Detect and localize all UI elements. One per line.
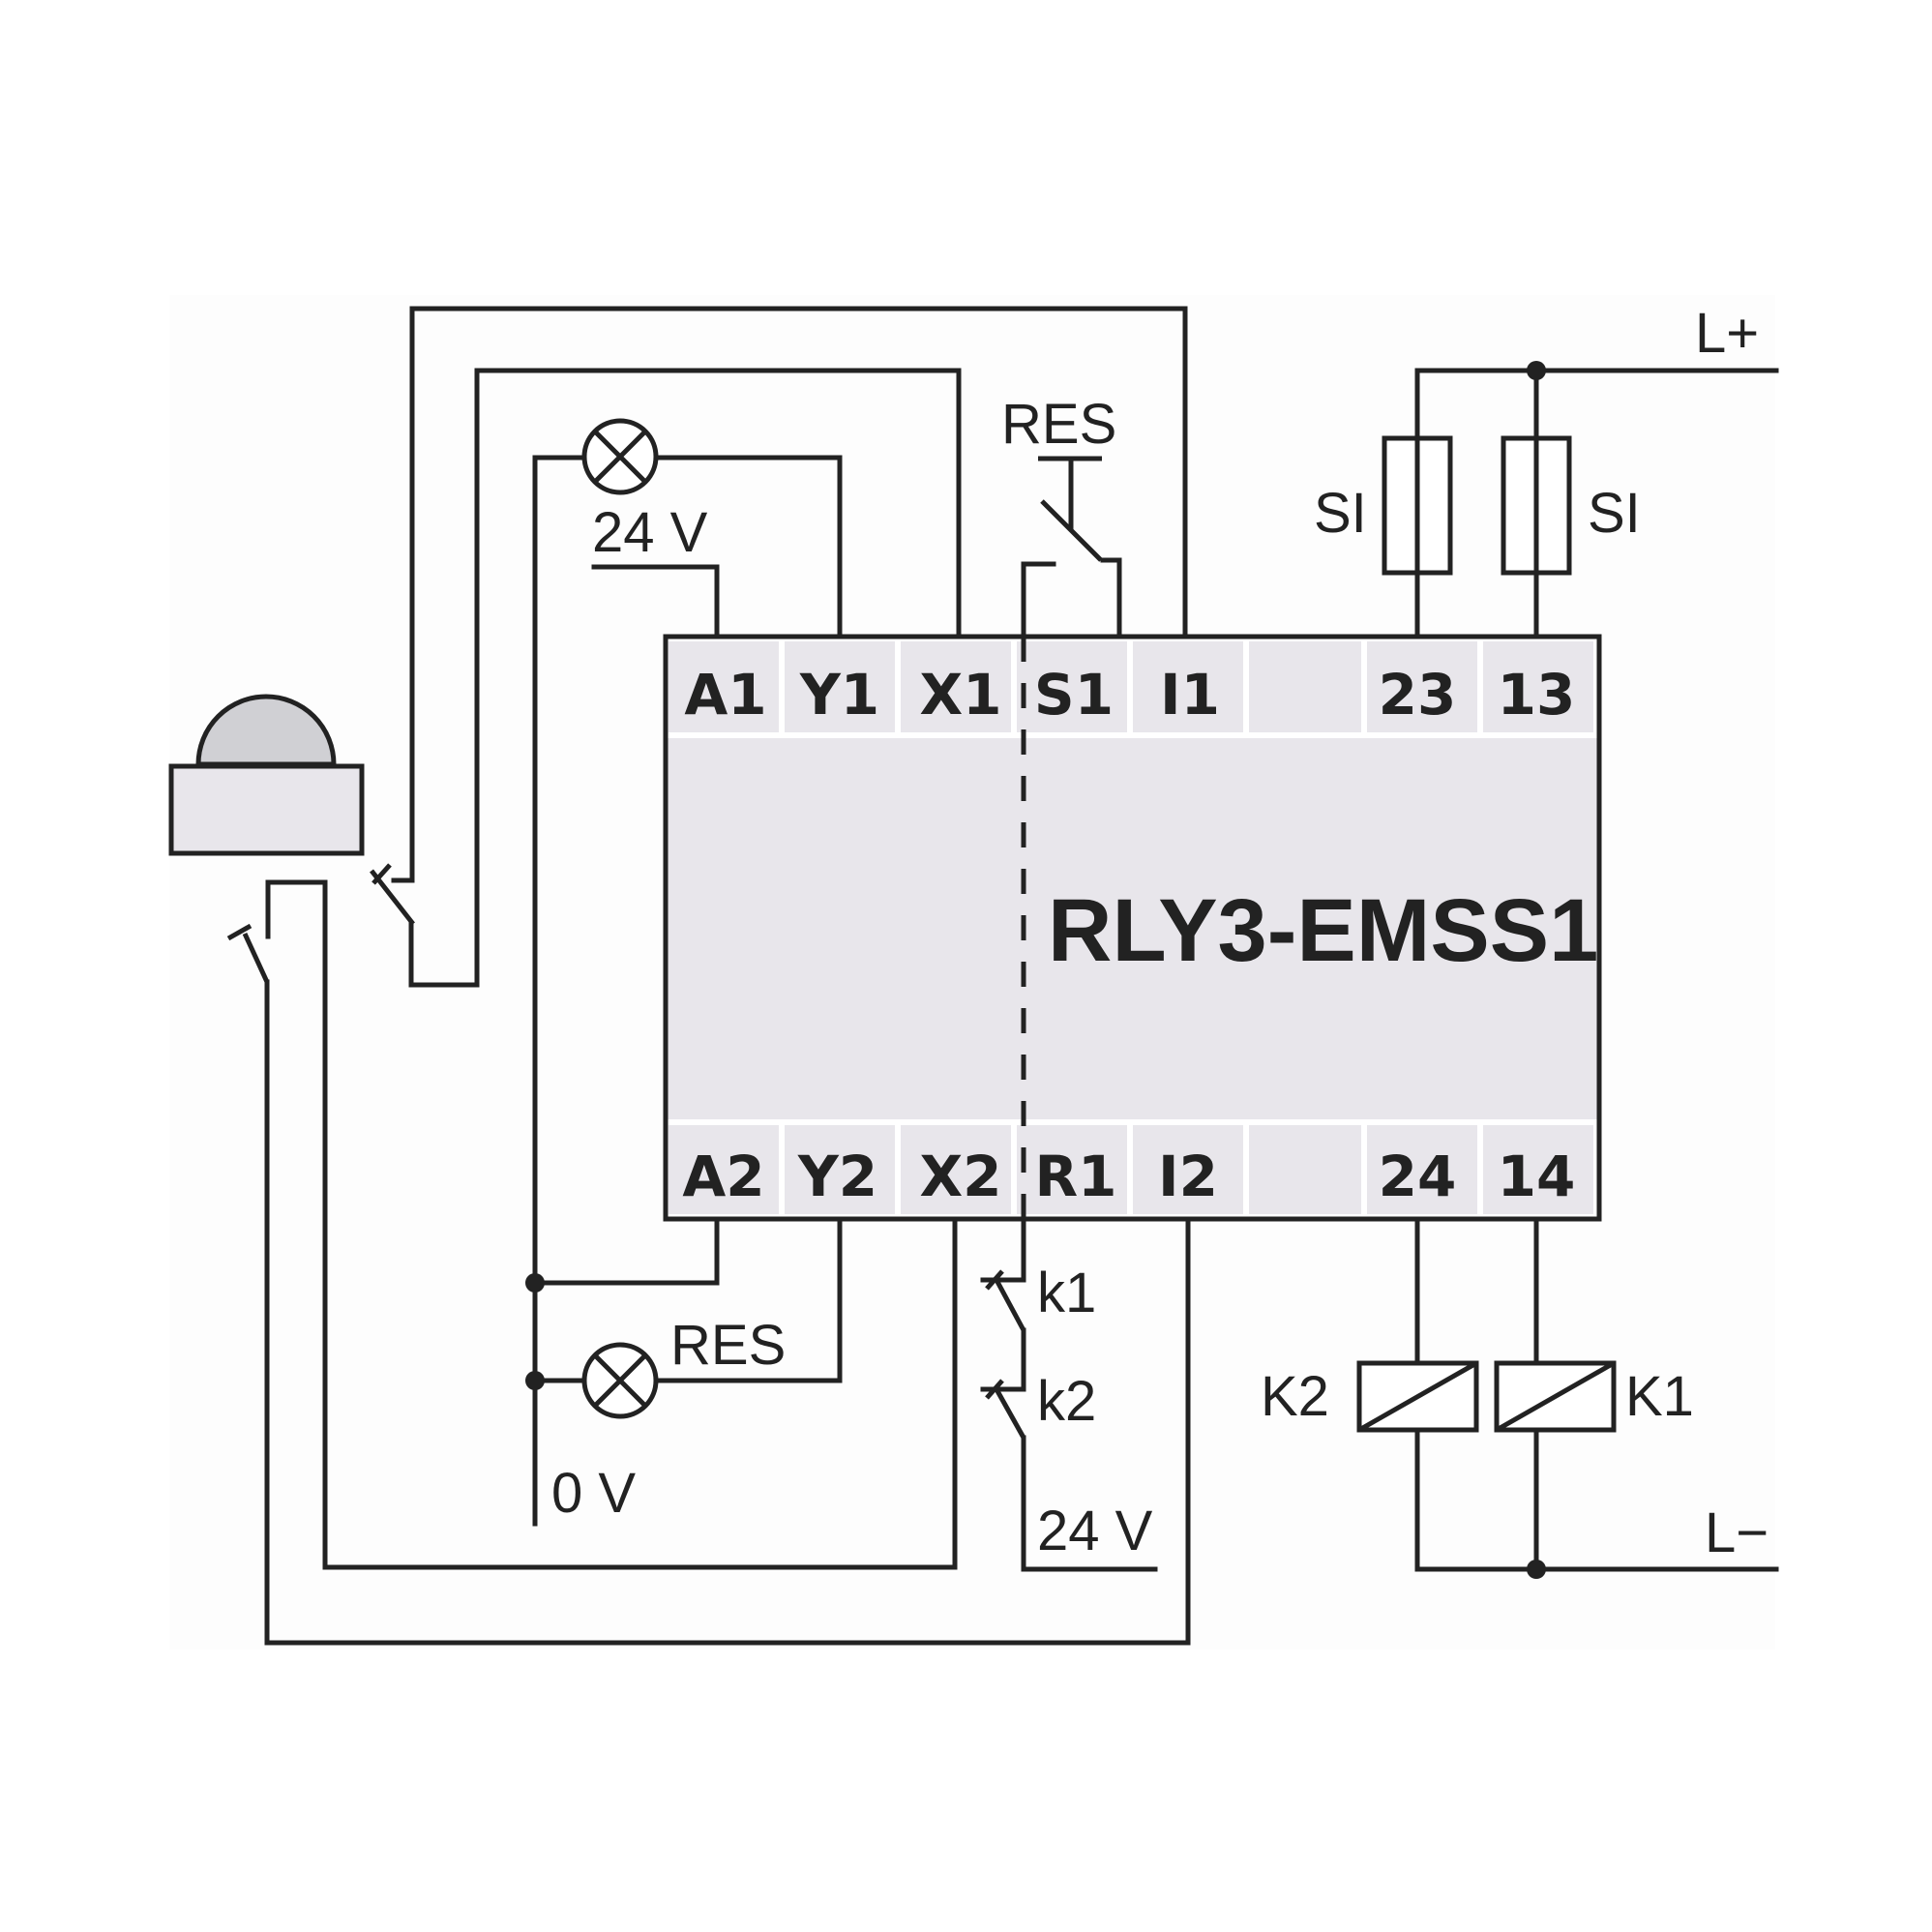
label-res-button: RES	[1001, 393, 1116, 456]
terminal-i2: I2	[1158, 1144, 1218, 1209]
wire-a2-0v	[532, 1216, 720, 1286]
wire-l-plus	[1414, 368, 1779, 441]
label-24v-bottom: 24 V	[1037, 1500, 1153, 1562]
estop-contact-1	[370, 863, 415, 926]
terminal-13: 13	[1498, 662, 1576, 728]
reset-pushbutton[interactable]	[1038, 456, 1103, 562]
terminal-a2: A2	[682, 1144, 764, 1209]
wire-s1-left	[1021, 561, 1056, 639]
label-contact-k2: k2	[1037, 1370, 1096, 1433]
wire-x2-contact	[265, 879, 958, 1570]
relay-coil-k1	[1494, 1360, 1617, 1433]
label-coil-k2: K2	[1261, 1365, 1329, 1428]
label-fuse-left: SI	[1314, 482, 1367, 545]
label-l-plus: L+	[1695, 302, 1759, 365]
label-coil-k1: K1	[1625, 1365, 1694, 1428]
terminal-14: 14	[1498, 1144, 1576, 1209]
estop-body	[168, 763, 365, 856]
label-24v-top: 24 V	[592, 501, 708, 564]
estop-cap-icon	[195, 694, 337, 767]
emergency-stop-button[interactable]	[168, 694, 365, 856]
wire-24v-a1	[591, 564, 720, 639]
wire-x1-contact	[408, 368, 962, 988]
wire-k2-24v	[1021, 1435, 1158, 1572]
feedback-contact-k2	[985, 1379, 1026, 1440]
safety-relay: A1 Y1 X1 S1 I1 23 13 A2 Y2 X2 R1 I2 24 1…	[663, 634, 1602, 1222]
junction-l-minus	[1527, 1560, 1546, 1579]
terminal-r1: R1	[1034, 1144, 1116, 1209]
estop-contact-2	[226, 923, 270, 984]
terminal-24: 24	[1379, 1144, 1457, 1209]
junction-a2	[525, 1273, 545, 1293]
terminal-23: 23	[1379, 662, 1457, 728]
wire-0v-rail	[532, 455, 587, 1527]
wire-l-minus	[1414, 1427, 1779, 1572]
terminal-y1: Y1	[799, 662, 879, 728]
indicator-lamp-reset	[581, 1342, 659, 1419]
junction-l-plus	[1527, 361, 1546, 380]
label-l-minus: L−	[1705, 1501, 1769, 1564]
terminal-i1: I1	[1160, 662, 1220, 728]
label-res-lamp: RES	[670, 1314, 786, 1377]
relay-coil-k2	[1356, 1360, 1479, 1433]
indicator-lamp-top	[581, 418, 659, 495]
label-0v: 0 V	[551, 1462, 636, 1525]
terminal-x2: X2	[919, 1144, 1001, 1209]
wire-s1-right	[1100, 557, 1122, 639]
wire-i1-contact	[391, 306, 1188, 883]
label-contact-k1: k1	[1037, 1262, 1096, 1324]
junction-lamp	[525, 1371, 545, 1390]
device-title: RLY3-EMSS1	[1048, 881, 1598, 980]
terminal-s1: S1	[1034, 662, 1114, 728]
wire-lamp-y2	[654, 1216, 843, 1383]
wire-i2-contact	[264, 979, 1191, 1646]
terminal-x1: X1	[919, 662, 1001, 728]
label-fuse-right: SI	[1588, 482, 1641, 545]
feedback-contact-k1	[980, 1269, 1026, 1332]
wire-lamp-y1	[654, 455, 843, 639]
terminal-a1: A1	[684, 662, 766, 728]
terminal-y2: Y2	[797, 1144, 877, 1209]
